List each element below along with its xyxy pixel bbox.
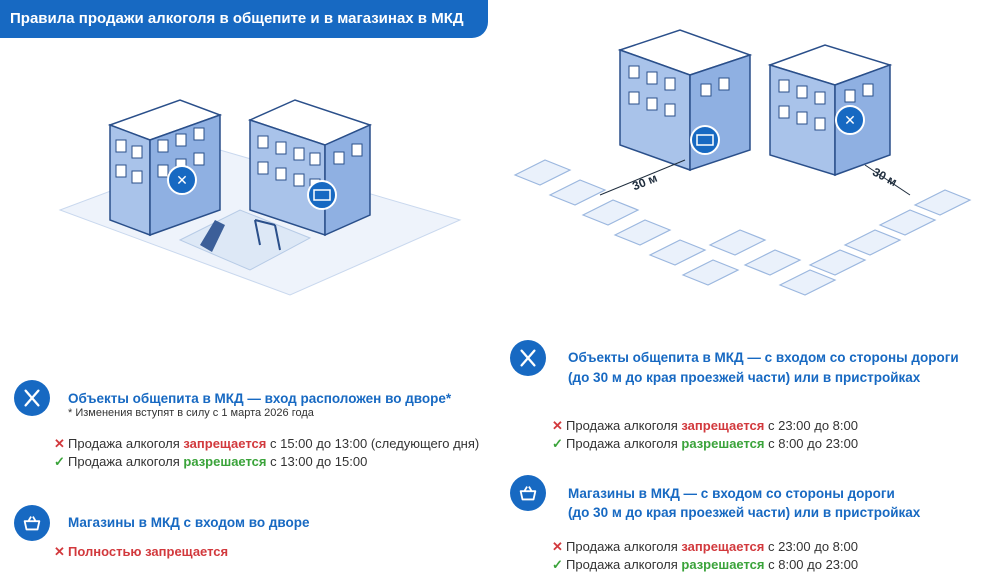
page-title: Правила продажи алкоголя в общепите и в … [0,0,488,38]
basket-icon [510,475,546,511]
left-block1-rule2: ✓Продажа алкоголя разрешается с 13:00 до… [54,454,368,469]
fork-knife-icon [510,340,546,376]
left-block1-heading: Объекты общепита в МКД — вход расположен… [68,391,452,406]
right-block1-heading-line2: (до 30 м до края проезжей части) или в п… [568,370,921,385]
cross-icon: ✕ [54,544,65,559]
svg-text:✕: ✕ [176,173,188,189]
cross-icon: ✕ [552,539,563,554]
check-icon: ✓ [552,436,563,451]
right-block2-heading-line1: Магазины в МКД — с входом со стороны дор… [568,486,895,501]
right-block2-rule1: ✕Продажа алкоголя запрещается с 23:00 до… [552,539,858,554]
right-block1-rule1: ✕Продажа алкоголя запрещается с 23:00 до… [552,418,858,433]
check-icon: ✓ [552,557,563,572]
left-block2-rule1: ✕Полностью запрещается [54,544,229,559]
courtyard-illustration: ✕ [58,99,462,296]
right-block1-rule2: ✓Продажа алкоголя разрешается с 8:00 до … [552,436,859,451]
right-block2-heading-line2: (до 30 м до края проезжей части) или в п… [568,505,921,520]
roadside-illustration: ✕ [513,29,972,296]
cross-icon: ✕ [54,436,65,451]
basket-icon [14,505,50,541]
right-block1-heading-line1: Объекты общепита в МКД — с входом со сто… [568,350,959,365]
right-block2-rule2: ✓Продажа алкоголя разрешается с 8:00 до … [552,557,859,572]
left-block1-note: * Изменения вступят в силу с 1 марта 202… [68,407,314,419]
left-block2-heading: Магазины в МКД с входом во дворе [68,515,310,530]
cross-icon: ✕ [552,418,563,433]
svg-text:✕: ✕ [844,113,856,129]
fork-knife-icon [14,380,50,416]
check-icon: ✓ [54,454,65,469]
left-block1-rule1: ✕Продажа алкоголя запрещается с 15:00 до… [54,436,480,451]
